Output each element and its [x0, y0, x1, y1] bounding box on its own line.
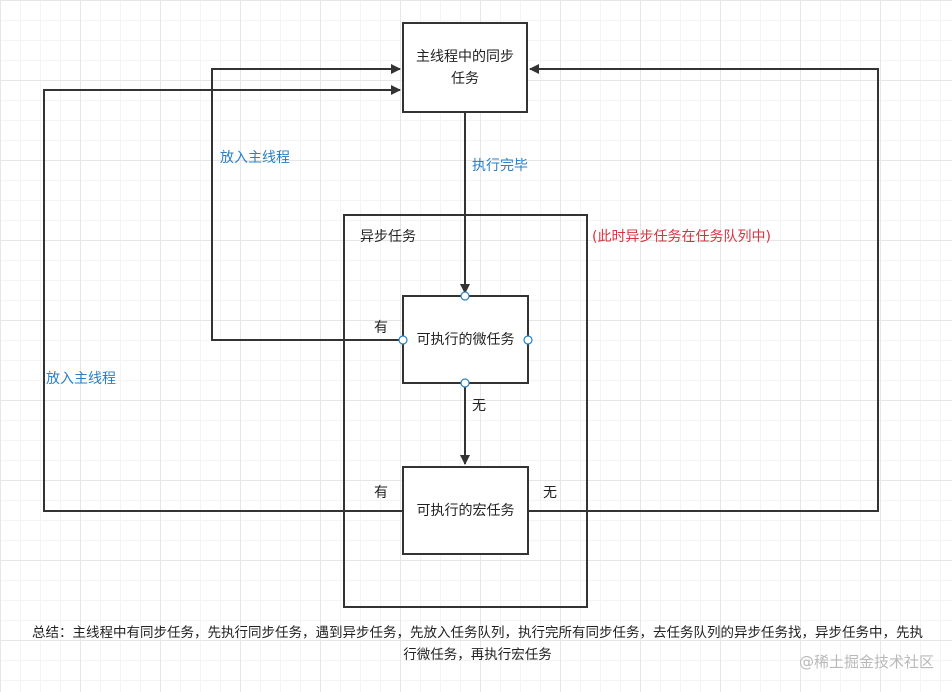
edge-micro-yes-to-sync [211, 64, 403, 341]
label-done: 执行完毕 [472, 158, 528, 174]
sync-task-box [402, 22, 528, 113]
summary-text: 总结：主线程中有同步任务，先执行同步任务，遇到异步任务，先放入任务队列，执行完所… [32, 625, 923, 663]
async-group-label: 异步任务 [360, 229, 416, 245]
micro-task-box [402, 295, 529, 384]
port-micro-right [523, 335, 533, 345]
micro-task-label: 可执行的微任务 [416, 331, 515, 348]
label-macro-yes: 有 [374, 485, 388, 501]
label-put-main-1: 放入主线程 [220, 150, 290, 166]
macro-task-label: 可执行的宏任务 [416, 502, 515, 519]
label-macro-no: 无 [543, 485, 557, 501]
edge-macro-no-to-sync [528, 64, 879, 512]
async-queue-note: (此时异步任务在任务队列中) [592, 229, 771, 245]
port-micro-bottom [460, 378, 470, 388]
watermark: @稀土掘金技术社区 [798, 653, 934, 671]
label-put-main-2: 放入主线程 [46, 371, 116, 387]
sync-task-label: 主线程中的同步任务 [416, 48, 514, 87]
port-micro-top [460, 291, 470, 301]
port-micro-left [398, 335, 408, 345]
edge-macro-yes-to-sync [43, 85, 403, 512]
label-micro-no: 无 [472, 398, 486, 414]
label-micro-yes: 有 [374, 320, 388, 336]
